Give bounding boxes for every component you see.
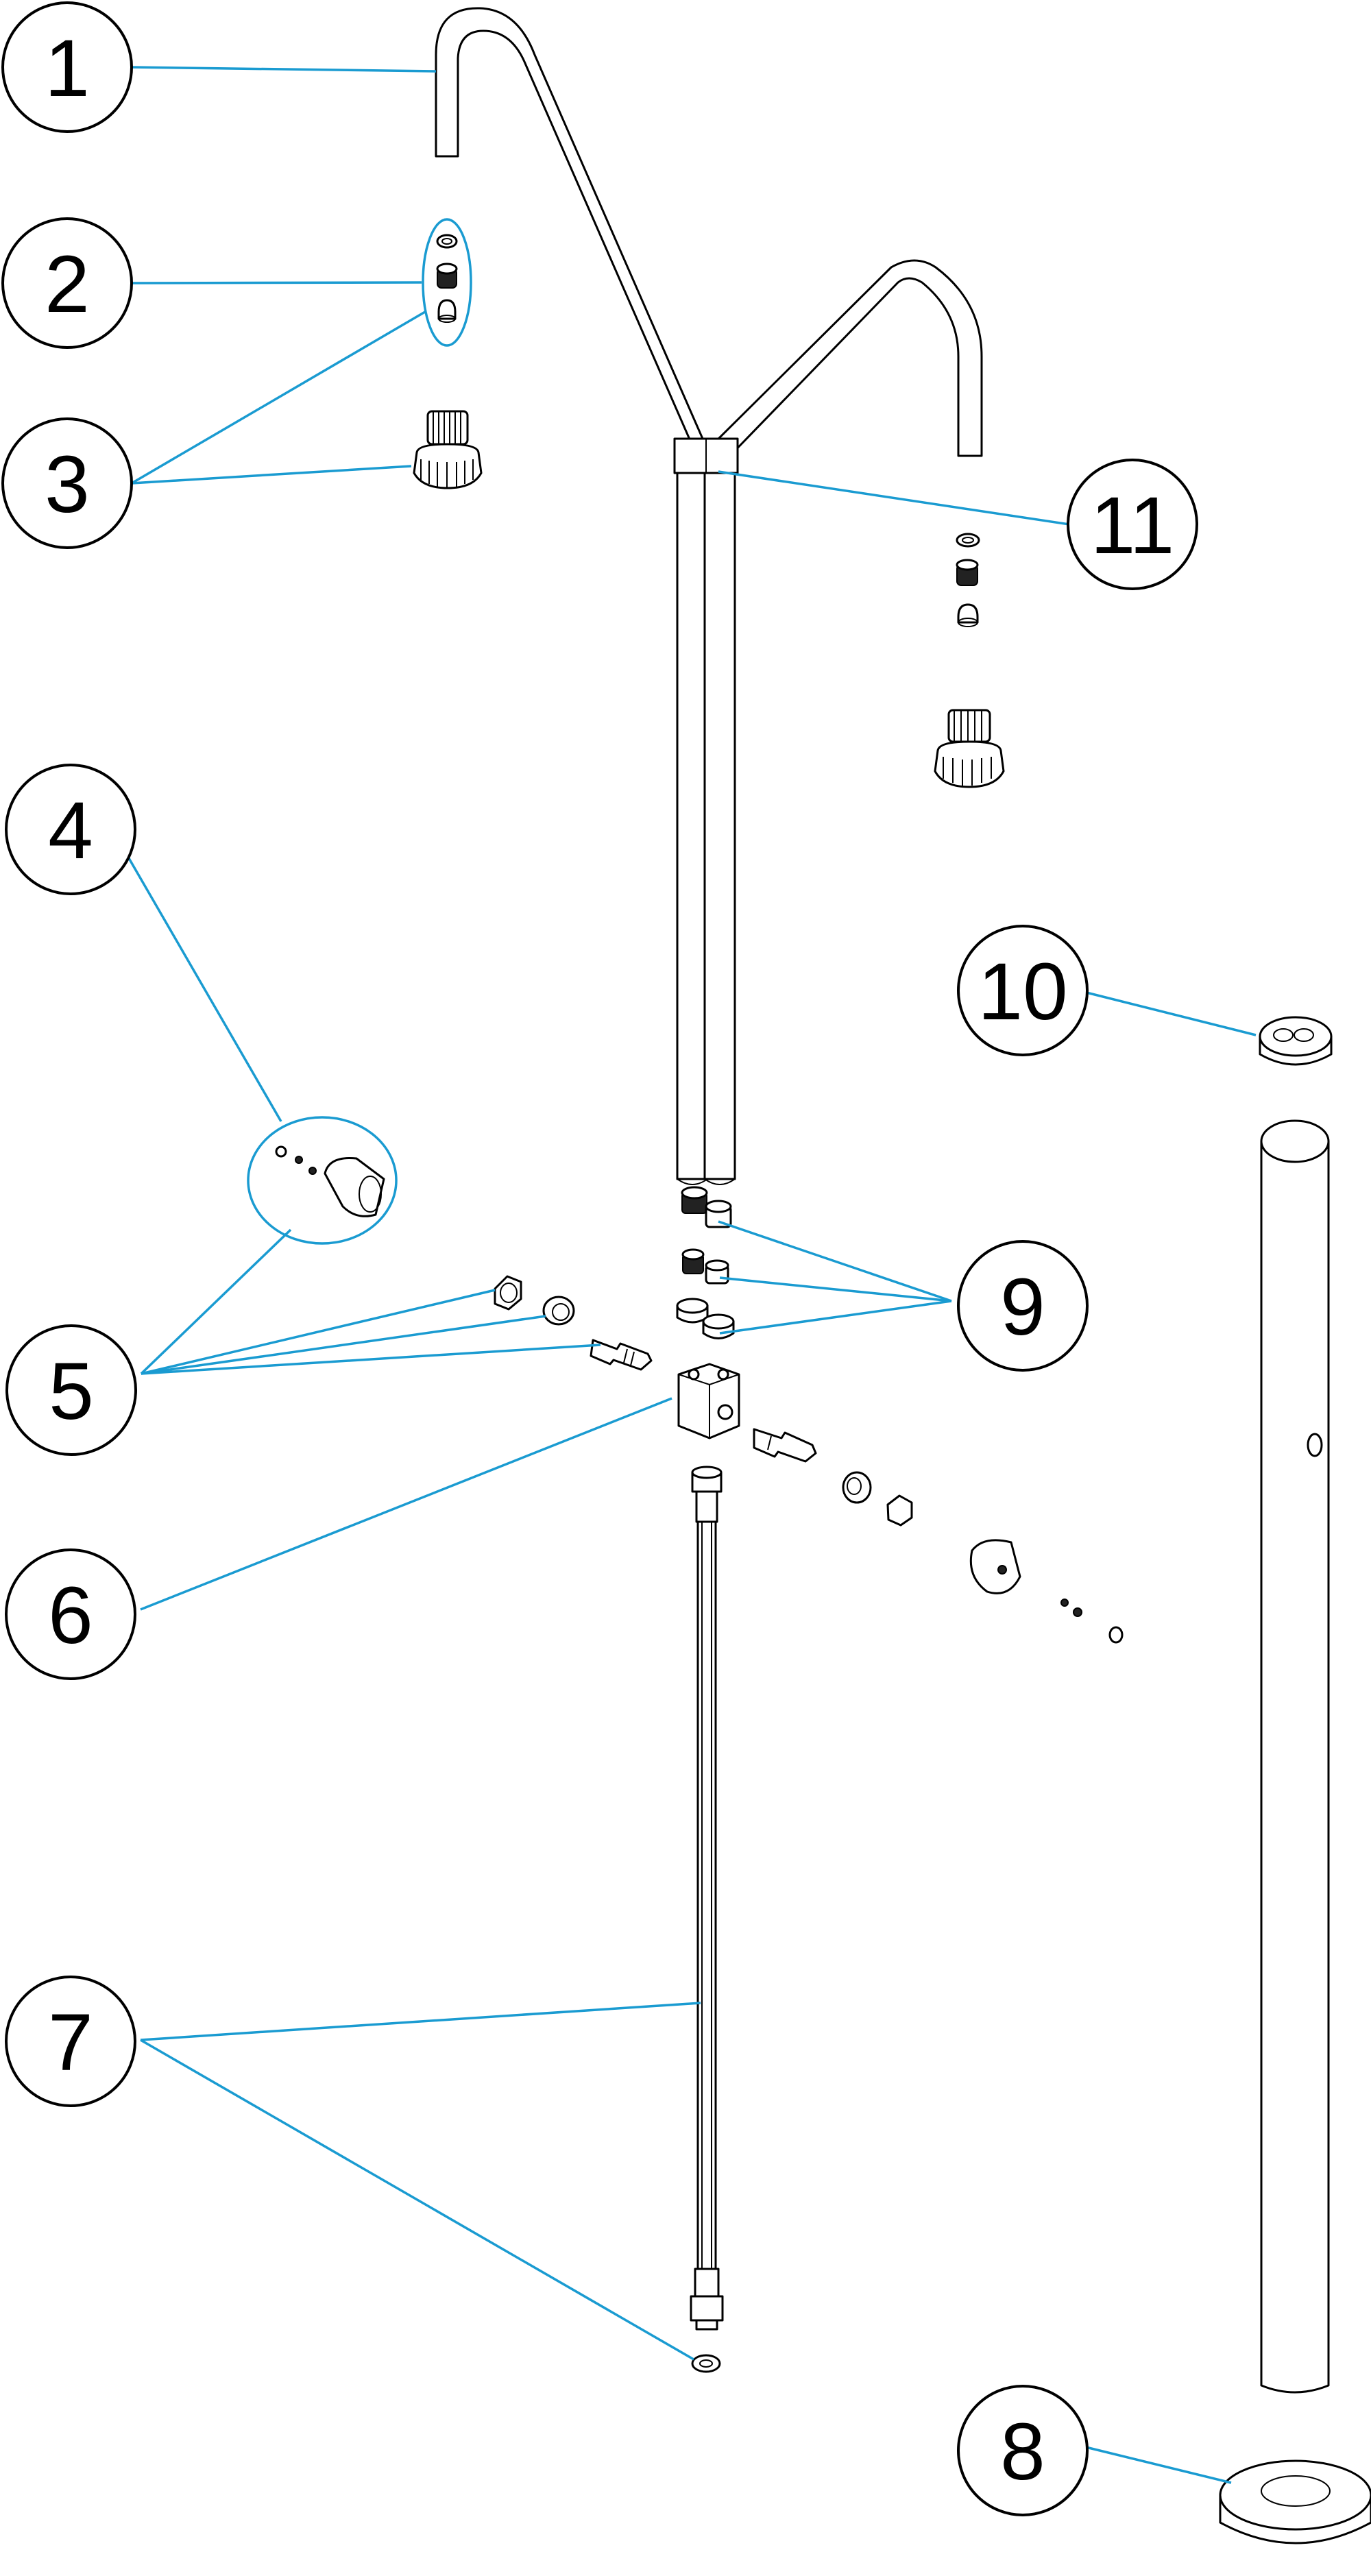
leader-5b	[141, 1315, 546, 1375]
callout-8: 8	[957, 2385, 1089, 2516]
callout-5-label: 5	[49, 1346, 94, 1437]
leader-6	[140, 1397, 672, 1611]
base-flange	[1219, 2459, 1371, 2544]
left-shower-head	[413, 410, 483, 489]
leader-7b	[140, 2039, 694, 2361]
leader-lines	[128, 66, 1257, 2484]
leader-2	[131, 281, 422, 284]
leader-2-ring	[422, 218, 472, 347]
leader-4-ring	[247, 1116, 398, 1245]
callout-7: 7	[5, 1976, 136, 2107]
leader-10	[1086, 991, 1257, 1036]
right-shower-arm	[710, 259, 983, 461]
flex-hose	[690, 1466, 724, 2373]
leader-9a	[718, 1220, 952, 1302]
callout-1-label: 1	[45, 23, 90, 114]
support-post	[1260, 1119, 1330, 2394]
leader-3b	[131, 465, 412, 485]
leader-4	[128, 858, 282, 1122]
callout-11: 11	[1067, 459, 1198, 590]
fittings-stack	[676, 1186, 735, 1339]
callout-6-label: 6	[48, 1570, 93, 1661]
leader-9c	[719, 1300, 952, 1335]
leader-5a	[141, 1289, 496, 1375]
twin-riser-pipes	[673, 437, 739, 1185]
left-valve-components	[494, 1275, 653, 1371]
callout-4: 4	[5, 764, 136, 895]
handle-parts	[275, 1145, 385, 1217]
right-shower-head	[934, 709, 1005, 788]
leader-8	[1085, 2446, 1232, 2484]
left-seal-set	[436, 234, 458, 323]
callout-7-label: 7	[48, 1997, 93, 2088]
callout-2-label: 2	[45, 239, 90, 330]
leader-11	[718, 470, 1070, 526]
left-shower-arm	[435, 7, 704, 447]
callout-10-label: 10	[978, 947, 1067, 1037]
right-seal-set	[956, 533, 980, 627]
callout-2: 2	[1, 217, 133, 349]
right-valve-components	[753, 1428, 1124, 1644]
leader-7a	[140, 2002, 701, 2041]
callout-8-label: 8	[1000, 2407, 1045, 2497]
leader-3a	[131, 311, 426, 485]
callout-5: 5	[5, 1324, 137, 1456]
callout-9-label: 9	[1000, 1262, 1045, 1352]
valve-body	[677, 1363, 740, 1439]
callout-11-label: 11	[1091, 481, 1175, 571]
leader-5-ring	[140, 1228, 292, 1375]
leader-5c	[141, 1344, 601, 1375]
callout-3-label: 3	[45, 439, 90, 530]
callout-10: 10	[957, 925, 1089, 1056]
callout-4-label: 4	[48, 786, 93, 876]
callout-3: 3	[1, 417, 133, 549]
top-cap-disk	[1259, 1016, 1333, 1066]
callout-6: 6	[5, 1548, 136, 1680]
leader-1	[131, 66, 437, 73]
callout-1: 1	[1, 1, 133, 133]
callout-9: 9	[957, 1240, 1089, 1372]
leader-9b	[719, 1276, 952, 1302]
